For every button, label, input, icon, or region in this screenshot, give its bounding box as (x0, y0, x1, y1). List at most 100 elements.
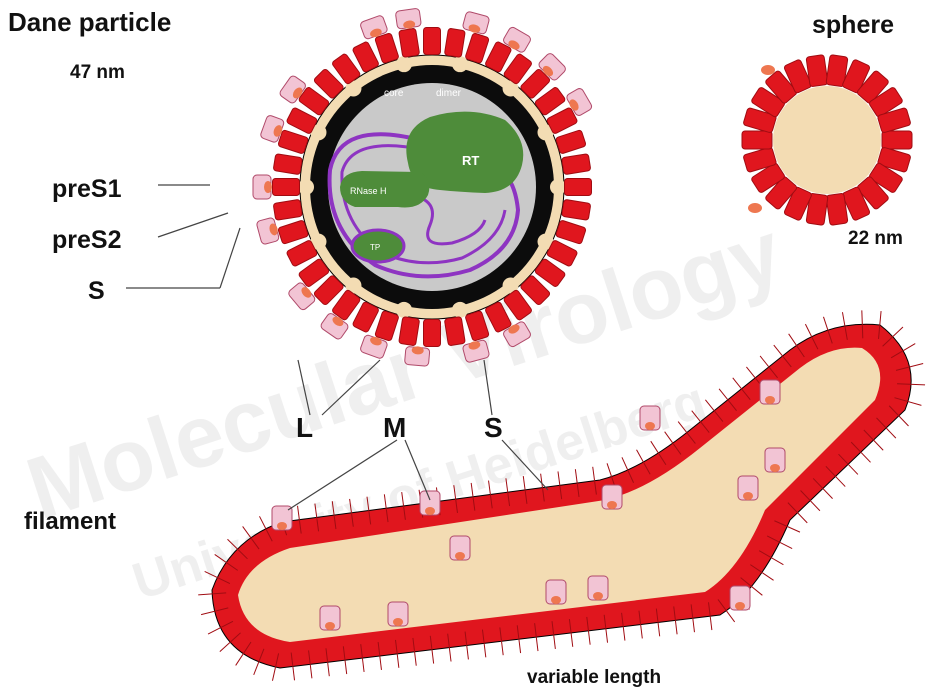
dane-envelope-unit-block (273, 179, 300, 196)
dane-envelope-unit-block (555, 130, 586, 155)
dane-envelope-unit-block (273, 199, 302, 220)
pres-tip (455, 552, 465, 560)
s-label: S (484, 412, 503, 443)
dane-envelope-unit-block (562, 199, 591, 220)
dane-particle-title: Dane particle (8, 7, 171, 37)
pres-tip (770, 464, 780, 472)
sphere-unit (806, 55, 828, 87)
dane-envelope-unit (465, 33, 490, 64)
dane-envelope-unit-block (278, 220, 309, 245)
filament-pres-domain (546, 580, 566, 604)
dane-envelope-unit (562, 199, 591, 220)
dane-envelope-unit-block (399, 28, 420, 57)
dane-envelope-unit-block (555, 220, 586, 245)
dane-envelope-unit (273, 179, 300, 196)
filament-title: filament (24, 508, 116, 535)
filament-pres-domain (640, 406, 660, 430)
sphere-particle (742, 55, 912, 226)
pres2-label: preS2 (52, 226, 121, 254)
dane-envelope-unit-block (278, 130, 309, 155)
dane-envelope-unit-block (375, 33, 400, 64)
sphere-unit-block (806, 55, 828, 87)
sphere-size: 22 nm (848, 228, 903, 249)
tp-label: TP (370, 243, 380, 252)
dane-envelope-unit-block (424, 320, 441, 347)
dane-envelope-unit (444, 28, 465, 57)
pres-tip (607, 501, 617, 509)
dane-envelope-unit-block (465, 33, 490, 64)
filament-pres-domain (602, 485, 622, 509)
dane-pres-domain (395, 8, 421, 30)
pres-tip (735, 602, 745, 610)
pres-block (287, 281, 316, 311)
sphere-title: sphere (812, 11, 894, 39)
dane-pres-domain (404, 345, 430, 366)
dane-envelope-unit (565, 179, 592, 196)
dane-envelope-unit-block (562, 154, 591, 175)
pres-tip (765, 396, 775, 404)
filament-pres-domain (738, 476, 758, 500)
rnase-h-label: RNase H (350, 186, 387, 196)
sphere-tip (761, 65, 775, 75)
core-label: core (384, 88, 404, 99)
dane-envelope-unit-block (444, 317, 465, 346)
filament-pres-domain (420, 491, 440, 515)
dane-envelope-unit (399, 28, 420, 57)
filament-pres-domain (320, 606, 340, 630)
filament-pres-domain (588, 576, 608, 600)
pres2-leader (158, 213, 228, 237)
dane-envelope-unit (399, 317, 420, 346)
pres-tip (264, 181, 272, 193)
dane-envelope-unit-block (399, 317, 420, 346)
dane-pres-domain (462, 11, 490, 36)
sphere-unit (742, 131, 772, 149)
core-shell-notch (298, 179, 314, 195)
dane-envelope-unit (375, 33, 400, 64)
dane-envelope-unit (424, 28, 441, 55)
dane-envelope-unit (555, 220, 586, 245)
sphere-unit (826, 193, 848, 225)
dane-envelope-unit-block (424, 28, 441, 55)
dane-envelope-unit (273, 154, 302, 175)
pres-tip (393, 618, 403, 626)
dane-envelope-unit-block (444, 28, 465, 57)
dane-envelope-unit-block (565, 179, 592, 196)
dane-envelope-unit (562, 154, 591, 175)
rt-label: RT (462, 153, 479, 168)
dane-envelope-unit (444, 317, 465, 346)
dane-pres-domain (287, 281, 317, 312)
filament-pres-domain (765, 448, 785, 472)
dane-envelope-unit (424, 320, 441, 347)
variable-length-label: variable length (527, 667, 661, 688)
l-label: L (296, 412, 313, 443)
core-shell-notch (550, 179, 566, 195)
pres-tip (325, 622, 335, 630)
dane-particle-size: 47 nm (70, 62, 125, 83)
pres1-label: preS1 (52, 175, 122, 203)
dane-envelope-unit-block (273, 154, 302, 175)
dane-envelope-unit (278, 220, 309, 245)
s-left-label: S (88, 277, 105, 305)
dane-pres-domain (256, 217, 281, 245)
sphere-unit-block (826, 193, 848, 225)
dane-envelope-unit (273, 199, 302, 220)
sphere-unit-block (742, 131, 772, 149)
filament-pres-domain (760, 380, 780, 404)
pres-tip (425, 507, 435, 515)
filament-pres-domain (730, 586, 750, 610)
pres-tip (551, 596, 561, 604)
sphere-lumen (773, 86, 881, 194)
dane-envelope-unit (555, 130, 586, 155)
s-left-leader-2 (220, 228, 240, 288)
pres-tip (743, 492, 753, 500)
dane-pres-domain (253, 175, 272, 199)
filament-pres-domain (450, 536, 470, 560)
sphere-unit (882, 131, 912, 149)
dane-envelope-unit (278, 130, 309, 155)
pres-tip (593, 592, 603, 600)
dimer-label: dimer (436, 88, 462, 99)
m-label: M (383, 412, 406, 443)
sphere-tip (748, 203, 762, 213)
pres-tip (645, 422, 655, 430)
